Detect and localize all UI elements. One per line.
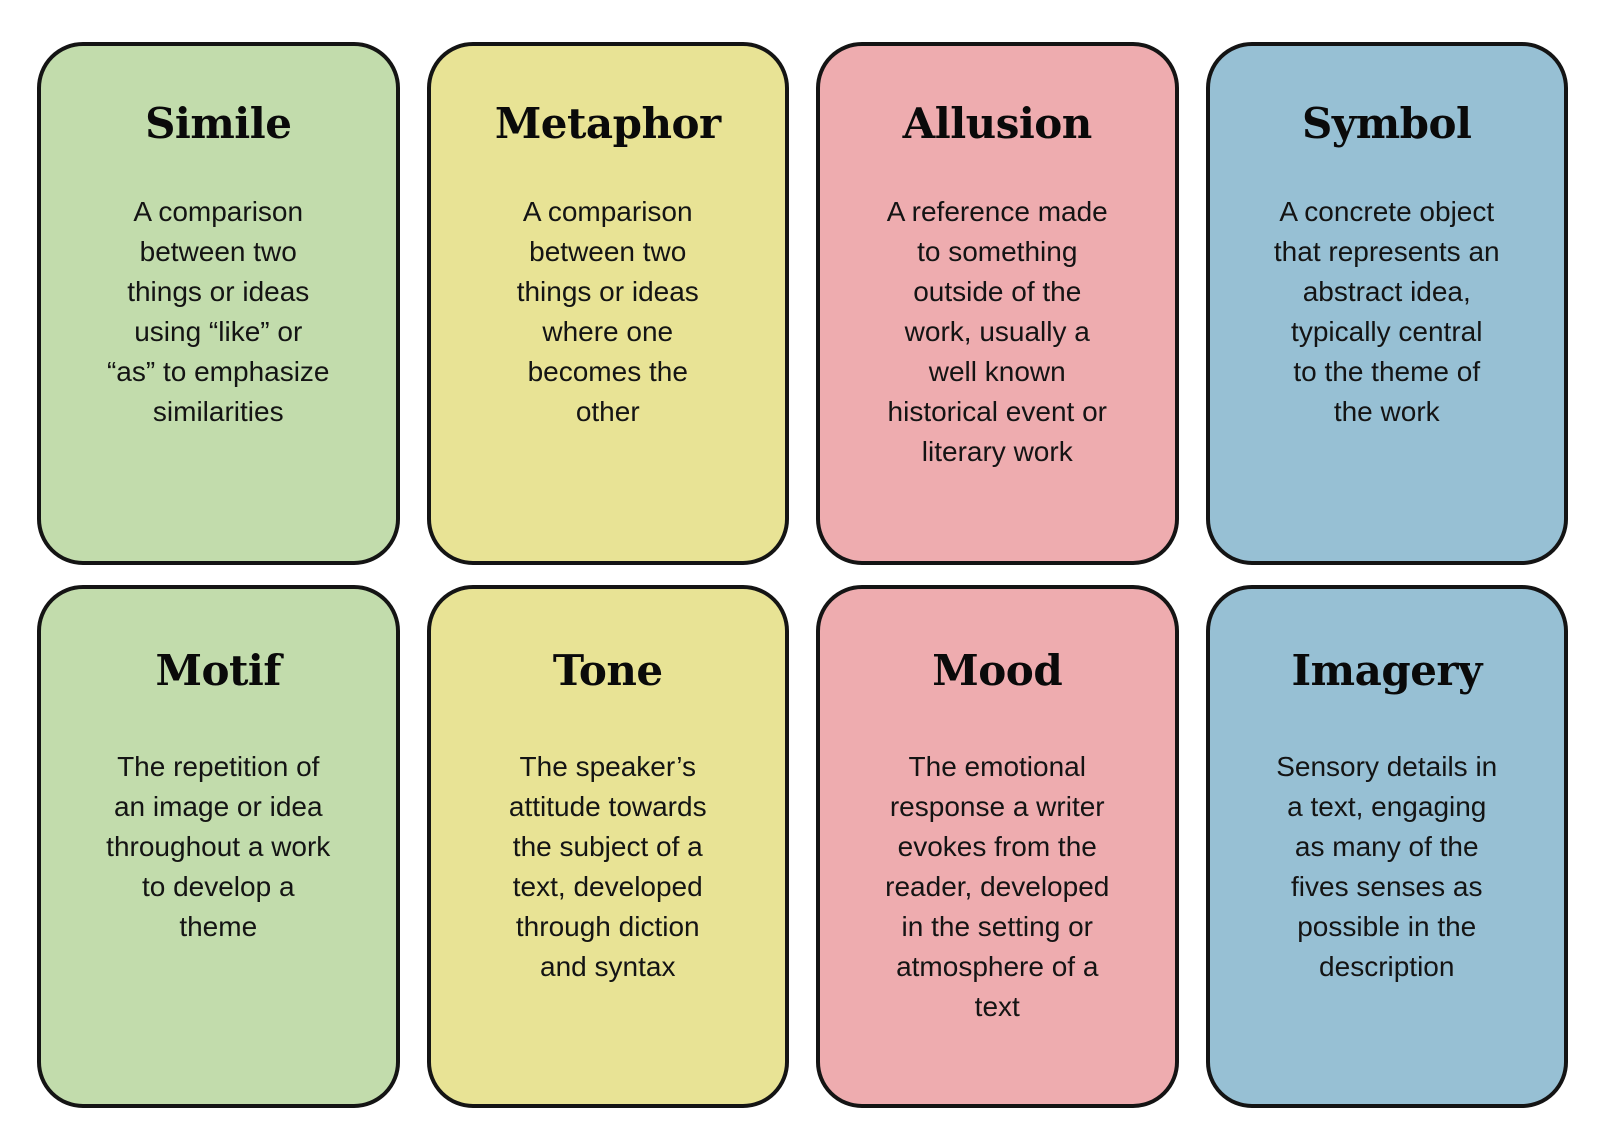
term-card-title: Mood — [932, 646, 1063, 695]
term-card-title: Imagery — [1291, 646, 1483, 695]
term-card-definition: A comparison between two things or ideas… — [106, 196, 330, 428]
term-card-symbol[interactable]: Symbol A concrete object that represents… — [1205, 42, 1568, 565]
term-card-mood[interactable]: Mood The emotional response a writer evo… — [816, 585, 1179, 1108]
term-card-simile[interactable]: Simile A comparison between two things o… — [37, 42, 400, 565]
term-card-definition: A comparison between two things or ideas… — [516, 196, 699, 428]
term-card-definition: A concrete object that represents an abs… — [1273, 196, 1500, 428]
term-card-title: Tone — [552, 646, 663, 695]
term-card-title: Simile — [145, 99, 292, 148]
term-card-tone[interactable]: Tone The speaker’s attitude towards the … — [426, 585, 789, 1108]
term-card-definition: The speaker’s attitude towards the subje… — [508, 751, 707, 983]
term-card-definition: Sensory details in a text, engaging as m… — [1276, 751, 1498, 983]
term-card-title: Allusion — [902, 99, 1093, 148]
term-card-definition: The repetition of an image or idea throu… — [106, 751, 331, 943]
term-card-imagery[interactable]: Imagery Sensory details in a text, engag… — [1205, 585, 1568, 1108]
term-card-motif[interactable]: Motif The repetition of an image or idea… — [37, 585, 400, 1108]
term-card-title: Motif — [155, 646, 282, 695]
term-card-title: Metaphor — [494, 99, 721, 148]
term-card-definition: A reference made to something outside of… — [886, 196, 1108, 468]
term-card-title: Symbol — [1301, 99, 1472, 148]
term-card-metaphor[interactable]: Metaphor A comparison between two things… — [426, 42, 789, 565]
term-card-allusion[interactable]: Allusion A reference made to something o… — [816, 42, 1179, 565]
term-card-definition: The emotional response a writer evokes f… — [885, 751, 1110, 1023]
